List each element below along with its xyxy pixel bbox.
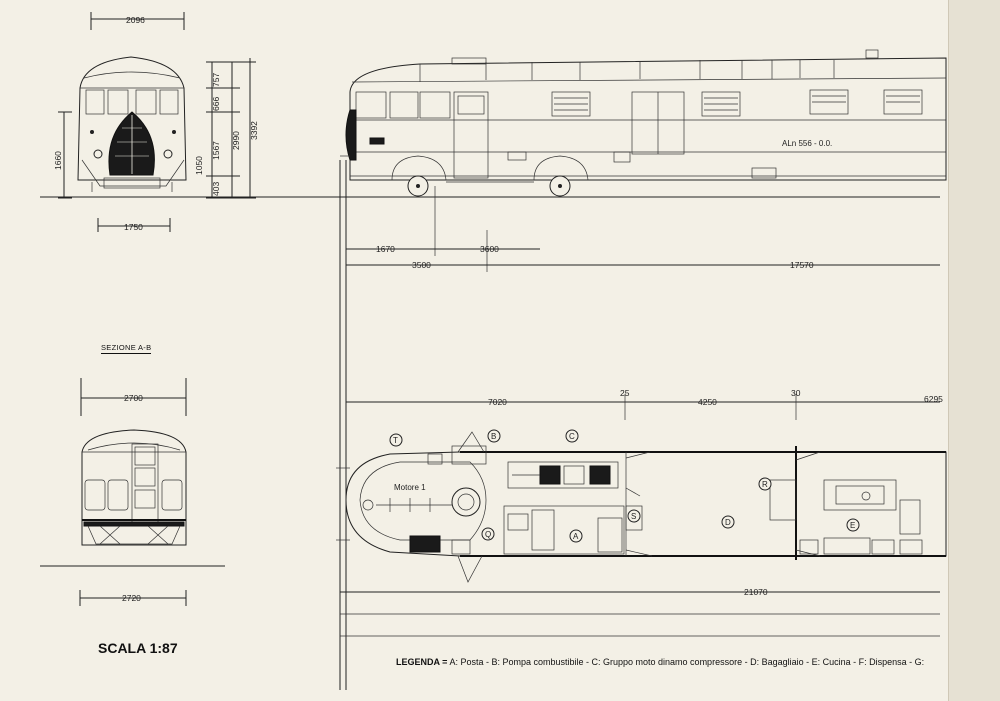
section-title: SEZIONE A-B: [101, 343, 152, 354]
section-view: 2700 2720: [40, 378, 225, 606]
marker-D: D: [721, 515, 735, 529]
dim-front-3392: 3392: [249, 121, 259, 140]
marker-B: B: [487, 429, 501, 443]
dim-plan-25: 25: [620, 388, 630, 398]
marker-Q: Q: [481, 527, 495, 541]
dim-front-757: 757: [211, 73, 221, 87]
legend: LEGENDA = A: Posta - B: Pompa combustibi…: [396, 657, 924, 667]
dim-front-1567: 1567: [211, 141, 221, 160]
marker-S: S: [627, 509, 641, 523]
svg-text:D: D: [725, 518, 731, 527]
scale-label: SCALA 1:87: [98, 640, 178, 656]
marker-R: R: [758, 477, 772, 491]
motor-label: Motore 1: [394, 483, 426, 492]
dim-plan-30: 30: [791, 388, 801, 398]
dim-plan-6295: 6295: [924, 394, 943, 404]
dim-front-1660: 1660: [53, 151, 63, 170]
svg-text:Q: Q: [485, 530, 491, 539]
dim-section-2720: 2720: [122, 593, 141, 603]
svg-text:T: T: [393, 436, 398, 445]
dim-side-3600: 3600: [480, 244, 499, 254]
svg-text:R: R: [762, 480, 768, 489]
front-view: 2096: [53, 12, 259, 232]
marker-E: E: [846, 518, 860, 532]
side-view: ALn 556 - 0.0.: [340, 49, 947, 197]
dim-front-403: 403: [211, 182, 221, 196]
side-dims: 1670 3600 3500 17570: [346, 244, 940, 270]
vehicle-marking: ALn 556 - 0.0.: [782, 139, 832, 148]
dim-front-track: 1750: [124, 222, 143, 232]
dim-plan-4250: 4250: [698, 397, 717, 407]
legend-text: A: Posta - B: Pompa combustibile - C: Gr…: [449, 657, 925, 667]
page-edge: [948, 0, 1000, 701]
marker-T: T: [389, 433, 403, 447]
dim-front-666: 666: [211, 97, 221, 111]
dim-side-17570: 17570: [790, 260, 814, 270]
svg-text:E: E: [850, 521, 855, 530]
legend-prefix: LEGENDA =: [396, 657, 448, 667]
dim-front-2990: 2990: [231, 131, 241, 150]
plan-view: 7020 25 4250 30 6295 Motore 1: [336, 388, 947, 637]
svg-text:A: A: [573, 532, 579, 541]
dim-plan-7020: 7020: [488, 397, 507, 407]
dim-front-1050: 1050: [194, 156, 204, 175]
svg-text:S: S: [631, 512, 636, 521]
marker-A: A: [569, 529, 583, 543]
dim-front-width: 2096: [126, 15, 145, 25]
marker-C: C: [565, 429, 579, 443]
svg-text:C: C: [569, 432, 575, 441]
dim-side-1670: 1670: [376, 244, 395, 254]
svg-text:B: B: [491, 432, 496, 441]
dim-side-3500: 3500: [412, 260, 431, 270]
dim-section-2700: 2700: [124, 393, 143, 403]
dim-plan-21070: 21070: [744, 587, 768, 597]
